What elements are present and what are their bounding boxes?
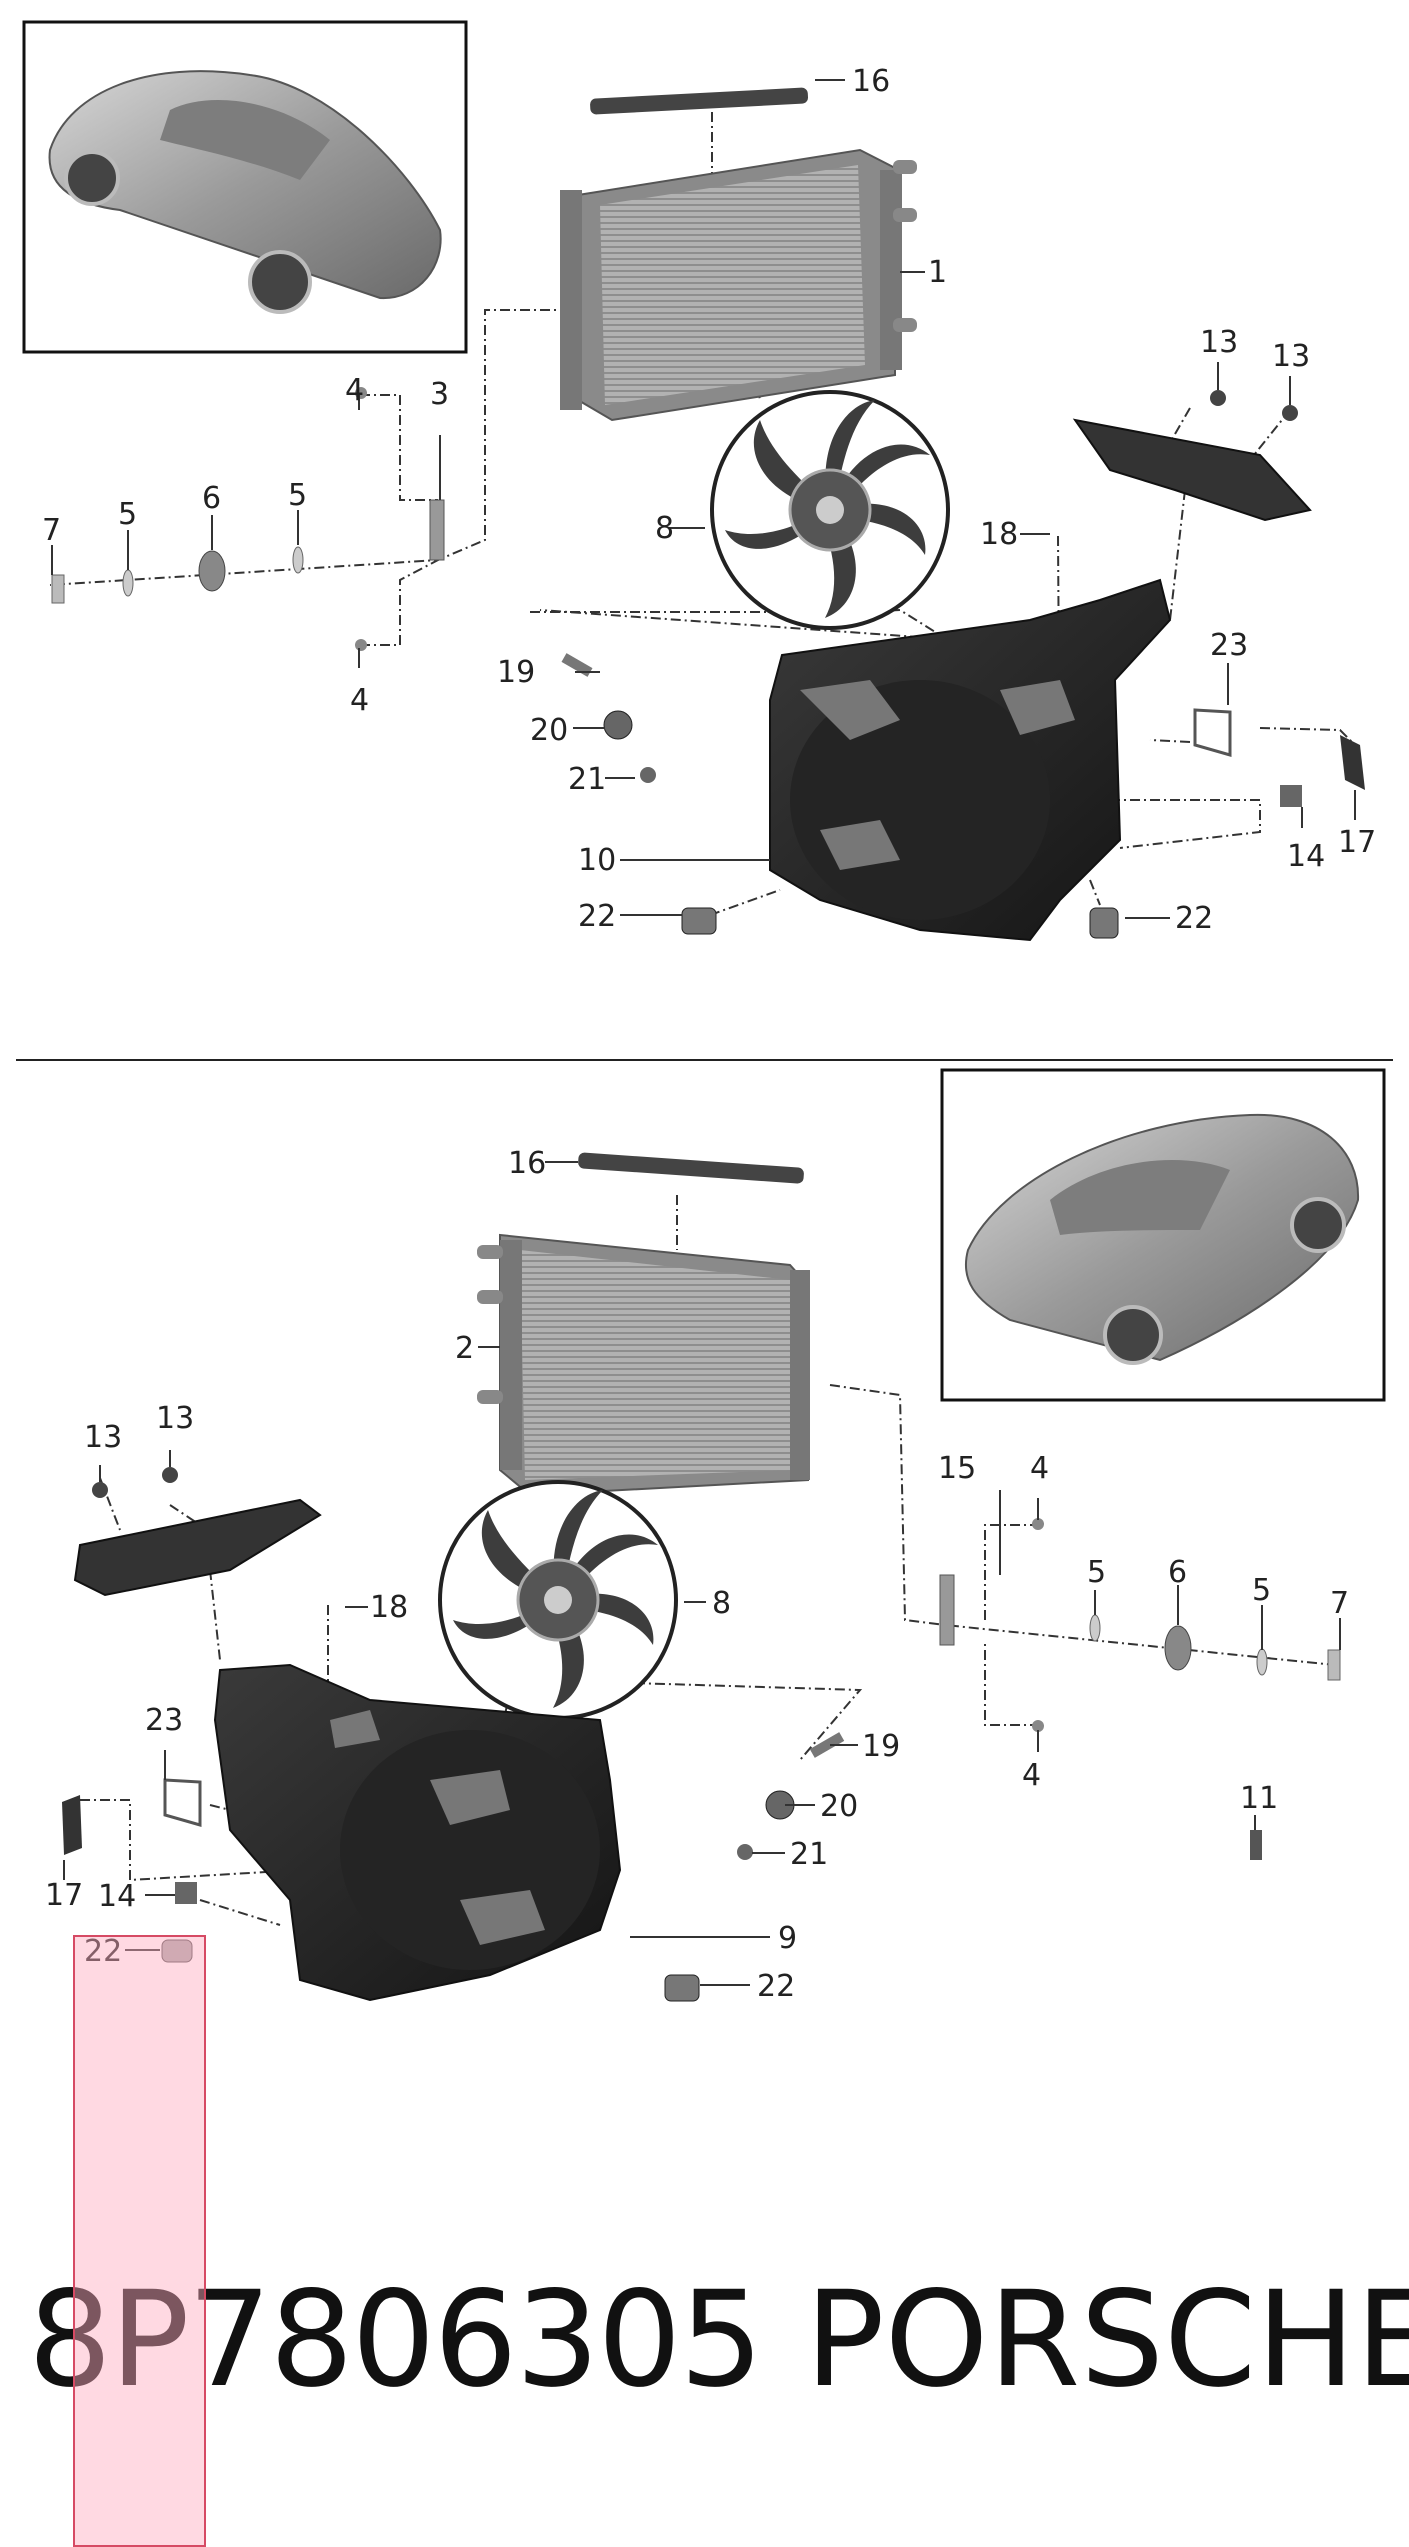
callout-label: 19 <box>497 655 535 690</box>
bracket-part <box>163 1778 202 1827</box>
callout-label: 14 <box>1287 839 1325 874</box>
callout-label: 22 <box>578 899 616 934</box>
callout-label: 22 <box>757 1969 795 2004</box>
grommet-part <box>1164 1625 1192 1671</box>
nut-part <box>1210 390 1226 406</box>
callout-label: 5 <box>1087 1555 1106 1590</box>
bracket-part <box>429 499 445 561</box>
pin-part <box>561 653 593 677</box>
washer-part <box>1256 1648 1268 1676</box>
clip-part <box>1327 1649 1341 1681</box>
bracket-part <box>73 1498 322 1597</box>
washer-part <box>1089 1614 1101 1642</box>
callout-label: 7 <box>42 513 61 548</box>
callout-label: 13 <box>84 1420 122 1455</box>
callout-label: 11 <box>1240 1781 1278 1816</box>
callout-label: 17 <box>1338 825 1376 860</box>
callout-label: 4 <box>345 373 364 408</box>
callout-label: 5 <box>1252 1573 1271 1608</box>
bracket-part <box>1193 708 1232 757</box>
cooling-fan-part <box>438 1480 678 1720</box>
callout-label: 16 <box>508 1146 546 1181</box>
callout-label: 13 <box>1200 325 1238 360</box>
bottom-assembly: 16 2 13 13 15 4 18 8 5 6 5 7 23 19 20 21… <box>45 1068 1386 2004</box>
callout-label: 7 <box>1330 1586 1349 1621</box>
nut-part <box>737 1844 753 1860</box>
callout-label: 6 <box>202 481 221 516</box>
seal-strip-part <box>590 87 809 115</box>
callout-label: 1 <box>928 255 947 290</box>
callout-label: 15 <box>938 1451 976 1486</box>
callout-label: 8 <box>655 511 674 546</box>
callout-label: 20 <box>820 1789 858 1824</box>
washer-part <box>122 569 134 597</box>
callout-label: 5 <box>288 478 307 513</box>
callout-label: 18 <box>980 517 1018 552</box>
callout-label: 5 <box>118 497 137 532</box>
callout-label: 23 <box>1210 628 1248 663</box>
fan-shroud-part <box>769 578 1172 942</box>
callout-label: 13 <box>1272 339 1310 374</box>
callout-label: 3 <box>430 377 449 412</box>
callout-label: 21 <box>568 762 606 797</box>
callout-label: 4 <box>1022 1758 1041 1793</box>
callout-label: 4 <box>1030 1451 1049 1486</box>
fan-shroud-part <box>213 1663 622 2002</box>
bracket-part <box>1340 735 1365 790</box>
highlight-marker <box>73 1935 206 2547</box>
bracket-part <box>939 1574 955 1646</box>
grommet-part <box>603 710 633 740</box>
washer-part <box>292 546 304 574</box>
callout-label: 10 <box>578 843 616 878</box>
clip-part <box>175 1882 197 1904</box>
screw-part <box>1250 1830 1262 1860</box>
footer: 8P7806305 PORSCHE <box>0 2270 1409 2410</box>
radiator-part <box>560 148 917 422</box>
callout-label: 20 <box>530 713 568 748</box>
mount-part <box>681 907 717 935</box>
callout-label: 13 <box>156 1401 194 1436</box>
part-number: 8P7806305 <box>28 2263 763 2417</box>
callout-label: 4 <box>350 683 369 718</box>
clip-part <box>1280 785 1302 807</box>
callout-label: 9 <box>778 1921 797 1956</box>
car-thumbnail-icon <box>964 1113 1360 1365</box>
brand-name: PORSCHE <box>805 2263 1409 2417</box>
bracket-part <box>1072 418 1312 522</box>
callout-label: 2 <box>455 1331 474 1366</box>
seal-strip-part <box>578 1152 804 1184</box>
callout-label: 23 <box>145 1703 183 1738</box>
callout-label: 22 <box>1175 901 1213 936</box>
mount-part <box>161 1939 193 1963</box>
nut-part <box>92 1482 108 1498</box>
top-assembly: 16 1 13 13 4 3 7 5 6 5 8 18 4 19 23 20 2… <box>22 20 1376 942</box>
callout-label: 18 <box>370 1590 408 1625</box>
callout-label: 22 <box>84 1934 122 1969</box>
callout-label: 19 <box>862 1729 900 1764</box>
pin-part <box>809 1732 845 1758</box>
screw-part <box>1032 1720 1044 1732</box>
bracket-part <box>62 1795 82 1855</box>
callout-label: 8 <box>712 1586 731 1621</box>
nut-part <box>1282 405 1298 421</box>
cooling-fan-part <box>710 390 950 630</box>
mount-part <box>1089 907 1119 939</box>
mount-part <box>664 1974 700 2002</box>
car-thumbnail-icon <box>48 70 442 314</box>
clip-part <box>51 574 65 604</box>
nut-part <box>162 1467 178 1483</box>
screw-part <box>1032 1518 1044 1530</box>
callout-label: 21 <box>790 1837 828 1872</box>
callout-label: 17 <box>45 1878 83 1913</box>
nut-part <box>640 767 656 783</box>
screw-part <box>355 639 367 651</box>
callout-label: 6 <box>1168 1555 1187 1590</box>
callout-label: 16 <box>852 64 890 99</box>
grommet-part <box>198 550 226 592</box>
radiator-part <box>477 1233 810 1497</box>
callout-label: 14 <box>98 1879 136 1914</box>
